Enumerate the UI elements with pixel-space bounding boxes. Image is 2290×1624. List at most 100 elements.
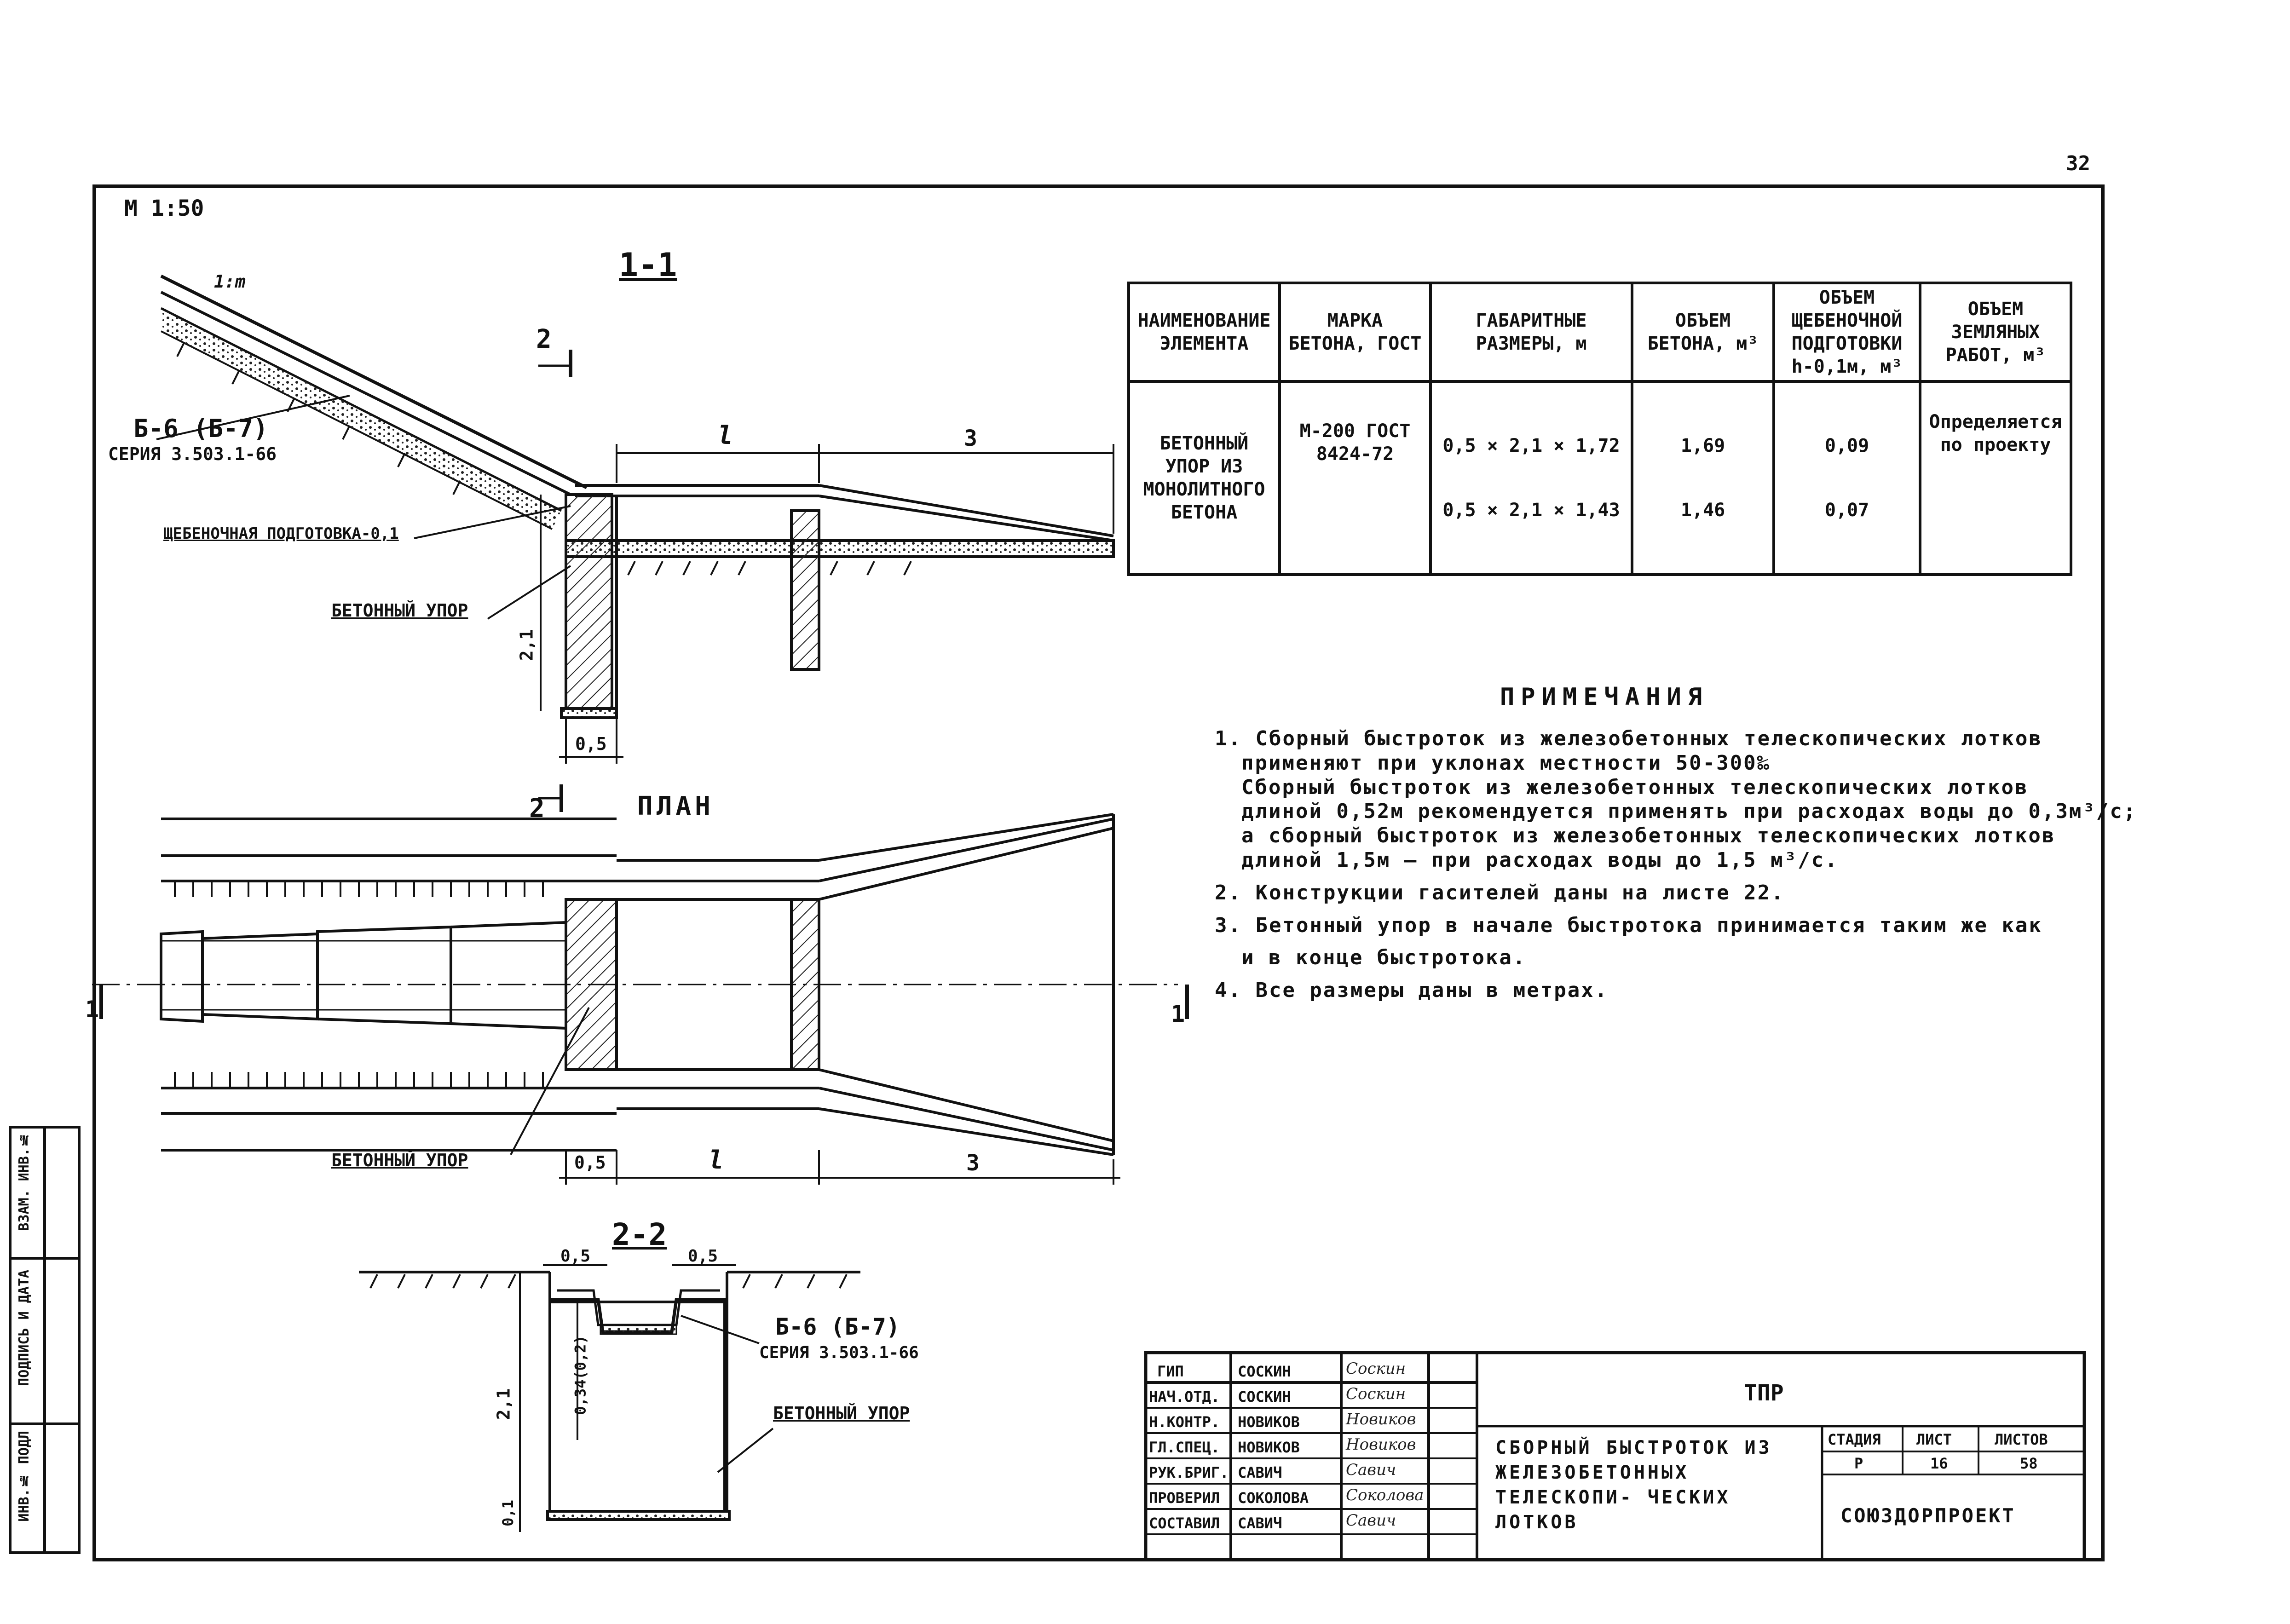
tb-name-4: НОВИКОВ xyxy=(1238,1439,1300,1456)
header-gravel: ОБЪЕМ ЩЕБЕНОЧНОЙ ПОДГОТОВКИ h-0,1м, м³ xyxy=(1772,282,1921,383)
section-mark-2-top: 2 xyxy=(536,324,552,354)
section-1-1-drawing xyxy=(156,274,1115,764)
cell-concrete-2: 1,46 xyxy=(1680,500,1725,521)
note-line-7: 2. Конструкции гасителей даны на листе 2… xyxy=(1215,881,1785,904)
tb-name-7: САВИЧ xyxy=(1238,1515,1282,1532)
tb-sheets: 58 xyxy=(2020,1455,2038,1472)
panel-series: СЕРИЯ 3.503.1-66 xyxy=(108,444,277,464)
note-line-10: 4. Все размеры даны в метрах. xyxy=(1215,979,1609,1002)
tb-sheet-label: ЛИСТ xyxy=(1916,1431,1952,1448)
dim-l-plan: l xyxy=(709,1146,724,1175)
tb-name-6: СОКОЛОВА xyxy=(1238,1489,1309,1507)
stop-label-plan: БЕТОННЫЙ УПОР xyxy=(331,1150,468,1170)
title-block-grid xyxy=(1144,1351,2086,1561)
panel-series-2-2: СЕРИЯ 3.503.1-66 xyxy=(759,1343,919,1362)
cell-concrete: 1,69 1,46 xyxy=(1631,380,1775,576)
cell-gravel-2: 0,07 xyxy=(1824,500,1869,521)
stop-label-1-1: БЕТОННЫЙ УПОР xyxy=(331,600,468,621)
note-line-9: и в конце быстротока. xyxy=(1241,946,1527,970)
cell-concrete-1: 1,69 xyxy=(1680,435,1725,456)
dim-inner-2-2: 0,34(0,2) xyxy=(571,1335,589,1415)
note-line-4: длиной 0,52м рекомендуется применять при… xyxy=(1241,800,2137,824)
dim-height-2-2: 2,1 xyxy=(493,1388,514,1420)
signature-5: Савич xyxy=(1346,1461,1396,1479)
element-table-header: НАИМЕНОВАНИЕ ЭЛЕМЕНТА МАРКА БЕТОНА, ГОСТ… xyxy=(1127,282,2072,383)
note-line-6: длиной 1,5м — при расходах воды до 1,5 м… xyxy=(1241,848,1839,872)
cell-dims: 0,5 × 2,1 × 1,72 0,5 × 2,1 × 1,43 xyxy=(1429,380,1633,576)
dim-base-2-2: 0,1 xyxy=(499,1500,517,1526)
cell-earth: Определяется по проекту xyxy=(1919,380,2072,576)
header-dims: ГАБАРИТНЫЕ РАЗМЕРЫ, м xyxy=(1429,282,1633,383)
scale-label: М 1:50 xyxy=(124,196,204,221)
stamp-signature-date: ПОДПИСЬ И ДАТА xyxy=(16,1270,32,1386)
dim-3-plan: 3 xyxy=(966,1150,980,1176)
tb-role-5: РУК.БРИГ. xyxy=(1149,1464,1229,1481)
dim-width-1-1: 0,5 xyxy=(575,734,607,754)
tb-name-2: СОСКИН xyxy=(1238,1388,1291,1405)
cell-grade: М-200 ГОСТ 8424-72 xyxy=(1278,380,1432,576)
cut-mark-right: 1 xyxy=(1171,1001,1185,1027)
tb-name-1: СОСКИН xyxy=(1238,1363,1291,1380)
signature-6: Соколова xyxy=(1346,1486,1424,1504)
dim-left-2-2: 0,5 xyxy=(560,1247,591,1266)
dim-right-2-2: 0,5 xyxy=(688,1247,718,1266)
stamp-inv-orig: ИНВ.№ ПОДЛ xyxy=(16,1431,32,1522)
section-1-1-title: 1-1 xyxy=(619,246,677,284)
cell-gravel-1: 0,09 xyxy=(1824,435,1869,456)
tb-role-6: ПРОВЕРИЛ xyxy=(1149,1489,1220,1507)
cell-dims-1: 0,5 × 2,1 × 1,72 xyxy=(1442,435,1620,456)
element-table: НАИМЕНОВАНИЕ ЭЛЕМЕНТА МАРКА БЕТОНА, ГОСТ… xyxy=(1127,282,2072,576)
panel-label-2-2: Б-6 (Б-7) xyxy=(775,1313,900,1340)
signature-1: Соскин xyxy=(1346,1359,1406,1378)
plan-drawing xyxy=(92,784,1189,1185)
tb-stage-label: СТАДИЯ xyxy=(1828,1431,1881,1448)
dim-l-1-1: l xyxy=(718,421,733,450)
stop-label-2-2: БЕТОННЫЙ УПОР xyxy=(773,1403,910,1423)
tb-description: СБОРНЫЙ БЫСТРОТОК ИЗ ЖЕЛЕЗОБЕТОННЫХ ТЕЛЕ… xyxy=(1495,1437,1772,1533)
cut-mark-left: 1 xyxy=(85,996,99,1023)
tb-role-7: СОСТАВИЛ xyxy=(1149,1515,1220,1532)
slope-label: 1:m xyxy=(214,271,246,292)
section-2-2-drawing xyxy=(359,1264,860,1532)
signature-7: Савич xyxy=(1346,1511,1396,1530)
tb-name-5: САВИЧ xyxy=(1238,1464,1282,1481)
signature-2: Соскин xyxy=(1346,1385,1406,1403)
dim-05-plan: 0,5 xyxy=(574,1152,606,1173)
header-name: НАИМЕНОВАНИЕ ЭЛЕМЕНТА xyxy=(1127,282,1281,383)
header-concrete: ОБЪЕМ БЕТОНА, м³ xyxy=(1631,282,1775,383)
header-earth: ОБЪЕМ ЗЕМЛЯНЫХ РАБОТ, м³ xyxy=(1919,282,2072,383)
tb-role-4: ГЛ.СПЕЦ. xyxy=(1149,1439,1220,1456)
note-line-1: 1. Сборный быстроток из железобетонных т… xyxy=(1215,727,2042,750)
tb-sheet: 16 xyxy=(1930,1455,1948,1472)
cell-dims-2: 0,5 × 2,1 × 1,43 xyxy=(1442,500,1620,521)
signature-3: Новиков xyxy=(1346,1410,1416,1428)
note-line-5: а сборный быстроток из железобетонных те… xyxy=(1241,824,2056,848)
signature-4: Новиков xyxy=(1346,1435,1416,1454)
tb-stage: Р xyxy=(1854,1455,1863,1472)
note-line-8: 3. Бетонный упор в начале быстротока при… xyxy=(1215,913,2042,937)
panel-label: Б-6 (Б-7) xyxy=(133,414,268,443)
stamp-replace-inv: ВЗАМ. ИНВ.№ xyxy=(16,1132,32,1231)
gravel-label: ЩЕБЕНОЧНАЯ ПОДГОТОВКА-0,1 xyxy=(163,524,399,543)
element-table-row: БЕТОННЫЙ УПОР ИЗ МОНОЛИТНОГО БЕТОНА М-20… xyxy=(1127,380,2072,576)
page-number: 32 xyxy=(2066,152,2090,175)
dim-3-1-1: 3 xyxy=(964,426,977,451)
tb-name-3: НОВИКОВ xyxy=(1238,1413,1300,1431)
plan-title: ПЛАН xyxy=(637,791,714,821)
note-line-2: применяют при уклонах местности 50-300‰ xyxy=(1241,751,1771,775)
tb-role-2: НАЧ.ОТД. xyxy=(1149,1388,1220,1405)
header-grade: МАРКА БЕТОНА, ГОСТ xyxy=(1278,282,1432,383)
notes-title: ПРИМЕЧАНИЯ xyxy=(1500,683,1709,711)
cell-name: БЕТОННЫЙ УПОР ИЗ МОНОЛИТНОГО БЕТОНА xyxy=(1127,380,1281,576)
cell-gravel: 0,09 0,07 xyxy=(1772,380,1921,576)
note-line-3: Сборный быстроток из железобетонных теле… xyxy=(1241,775,2029,799)
sheet-frame xyxy=(92,184,2105,1561)
section-mark-2-plan: 2 xyxy=(529,794,545,824)
tb-sheets-label: ЛИСТОВ xyxy=(1995,1431,2048,1448)
section-2-2-title: 2-2 xyxy=(612,1217,667,1252)
tb-organization: СОЮЗДОРПРОЕКТ xyxy=(1840,1504,2016,1527)
tb-code: ТПР xyxy=(1744,1380,1784,1406)
tb-role-1: ГИП xyxy=(1157,1363,1184,1380)
tb-role-3: Н.КОНТР. xyxy=(1149,1413,1220,1431)
dim-height-1-1: 2,1 xyxy=(516,629,537,661)
